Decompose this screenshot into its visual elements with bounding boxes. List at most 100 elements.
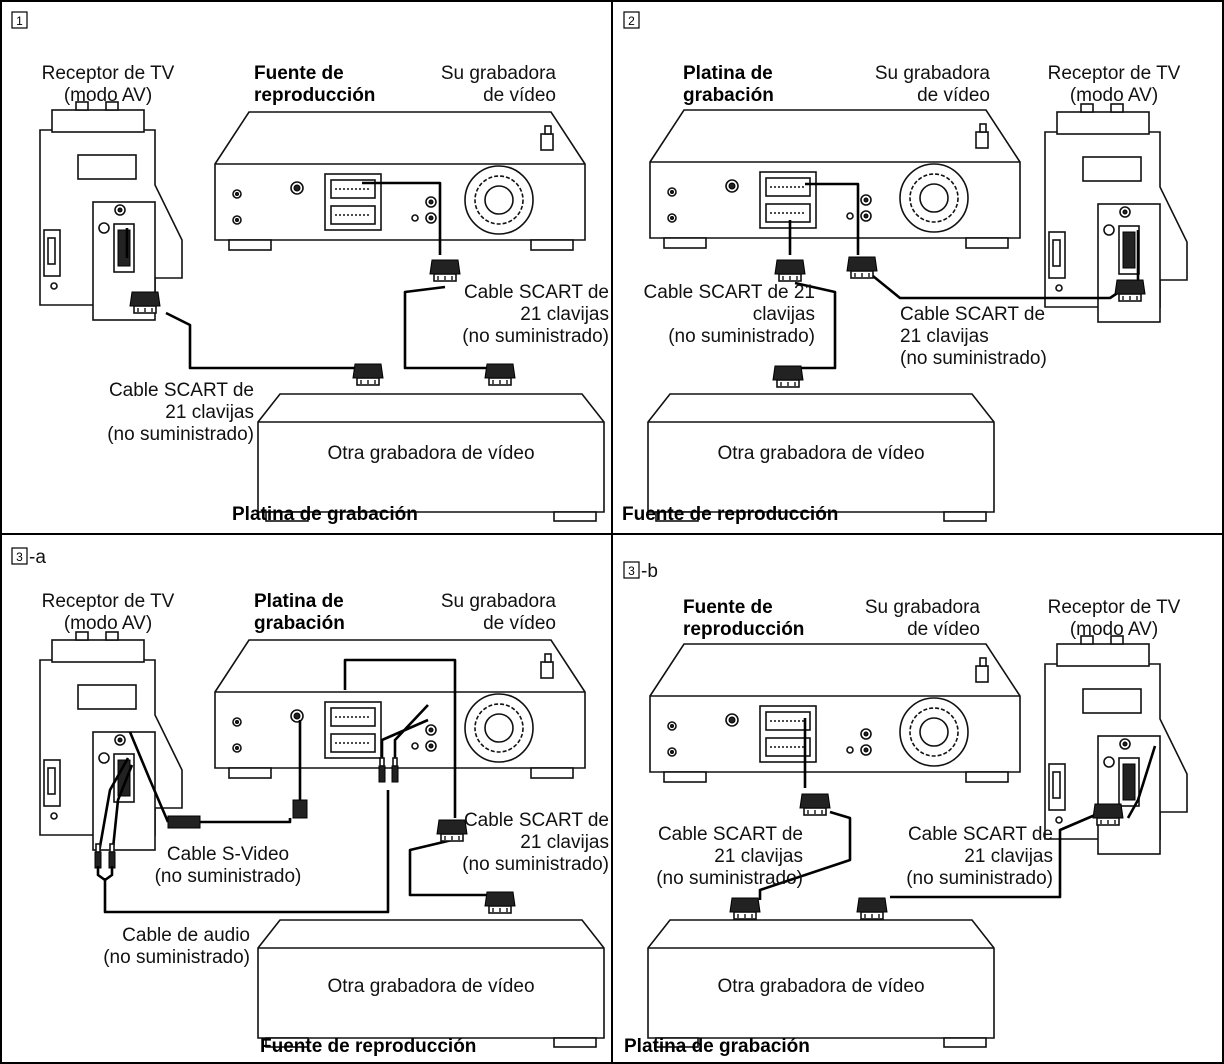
scart-plug-icon [484, 363, 516, 386]
bottom-label: Platina de grabación [624, 1036, 810, 1057]
source-label-line2: grabación [683, 85, 774, 106]
panel-3b: 3 -b Fuente de reproducción Su grabadora… [623, 561, 1188, 1057]
other-vcr-label: Otra grabadora de vídeo [327, 443, 534, 464]
panel-3a: 3 -a Receptor de TV (modo AV) Platina de… [11, 547, 609, 1057]
scart-cable-other [758, 718, 852, 900]
panel-number-box [11, 547, 28, 565]
other-vcr-label: Otra grabadora de vídeo [717, 976, 924, 997]
vcr-label-line1: Su grabadora [441, 63, 557, 84]
other-vcr-label: Otra grabadora de vídeo [717, 443, 924, 464]
cable-label-line3: (no suministrado) [906, 868, 1053, 889]
scart-cable-tv [125, 228, 355, 370]
rca-plug-icon [378, 757, 386, 783]
scart-cable-vcr [362, 181, 488, 370]
cable-label-line2: 21 clavijas [165, 402, 254, 423]
panel-number: 1 [16, 14, 23, 28]
cable-label-line1: Cable SCART de 21 [644, 282, 815, 303]
rca-plug-icon [391, 757, 399, 783]
panel-suffix: -b [641, 561, 658, 582]
scart-plug-icon [846, 256, 878, 279]
vcr-label-line2: de vídeo [483, 85, 556, 106]
cable-label-line3: (no suministrado) [462, 854, 609, 875]
scart-plug-icon [352, 363, 384, 386]
vcr-icon [214, 111, 586, 251]
vcr-label-line2: de vídeo [917, 85, 990, 106]
cable-label-line2: 21 clavijas [900, 326, 989, 347]
rca-plug-icon [94, 843, 102, 869]
audio-label-line1: Cable de audio [122, 925, 250, 946]
cable-label-line3: (no suministrado) [107, 424, 254, 445]
scart-plug-icon [799, 793, 831, 816]
svideo-label-line1: Cable S-Video [167, 844, 289, 865]
vcr-label-line2: de vídeo [907, 619, 980, 640]
scart-plug-icon [856, 897, 888, 920]
cable-label-line2: 21 clavijas [520, 832, 609, 853]
scart-plug-icon [129, 291, 161, 314]
scart-cable-tv [890, 745, 1157, 899]
tv-label-line1: Receptor de TV [1048, 63, 1181, 84]
panel-number: 3 [16, 550, 23, 564]
audio-cable [96, 704, 429, 914]
panel-number-box [623, 11, 640, 29]
source-label-line2: reproducción [254, 85, 375, 106]
scart-plug-icon [1092, 803, 1124, 826]
cable-label-line3: (no suministrado) [462, 326, 609, 347]
cable-label-line2: clavijas [753, 304, 815, 325]
cable-label-line1: Cable SCART de [658, 824, 803, 845]
audio-cable-join [96, 866, 114, 882]
tv-label-line1: Receptor de TV [42, 63, 175, 84]
tv-label-line2: (modo AV) [64, 613, 152, 634]
cable-label-line3: (no suministrado) [668, 326, 815, 347]
scart-plug-icon [429, 259, 461, 282]
cable-label-line2: 21 clavijas [520, 304, 609, 325]
scart-plug-icon [772, 365, 804, 388]
panel-number: 3 [628, 564, 635, 578]
panel-1: 1 Receptor de TV (modo AV) Fuente de rep… [11, 11, 609, 525]
cable-label-line3: (no suministrado) [656, 868, 803, 889]
rca-plug-icon [108, 843, 116, 869]
scart-plug-icon [436, 819, 468, 842]
cable-label-line3: (no suministrado) [900, 348, 1047, 369]
scart-cable-other [788, 220, 837, 370]
tv-label-line1: Receptor de TV [42, 591, 175, 612]
cable-label-line1: Cable SCART de [109, 380, 254, 401]
svideo-label-line2: (no suministrado) [155, 866, 302, 887]
panel-2: 2 Platina de grabación Su grabadora de v… [622, 11, 1188, 525]
vcr-icon [649, 109, 1021, 249]
svideo-plug-icon [292, 799, 308, 819]
tv-label-line1: Receptor de TV [1048, 597, 1181, 618]
scart-plug-icon [729, 897, 761, 920]
vcr-label-line1: Su grabadora [875, 63, 991, 84]
cable-label-line1: Cable SCART de [900, 304, 1045, 325]
vcr-label-line2: de vídeo [483, 613, 556, 634]
tv-set-icon [39, 631, 183, 851]
vcr-label-line1: Su grabadora [865, 597, 981, 618]
panel-number-box [11, 11, 28, 29]
cable-label-line1: Cable SCART de [464, 810, 609, 831]
scart-plug-icon [1114, 279, 1146, 302]
bottom-label: Fuente de reproducción [622, 504, 838, 525]
cable-label-line2: 21 clavijas [964, 846, 1053, 867]
vcr-label-line1: Su grabadora [441, 591, 557, 612]
source-label-line2: reproducción [683, 619, 804, 640]
panel-number: 2 [628, 14, 635, 28]
tv-label-line2: (modo AV) [64, 85, 152, 106]
scart-plug-icon [774, 259, 806, 282]
cable-label-line1: Cable SCART de [908, 824, 1053, 845]
cable-label-line1: Cable SCART de [464, 282, 609, 303]
svideo-plug-icon [167, 815, 201, 829]
other-vcr-label: Otra grabadora de vídeo [327, 976, 534, 997]
scart-plug-icon [484, 891, 516, 914]
cable-label-line2: 21 clavijas [714, 846, 803, 867]
scart-cable-vcr [343, 658, 488, 897]
panel-number-box [623, 561, 640, 579]
bottom-label: Platina de grabación [232, 504, 418, 525]
source-label-line2: grabación [254, 613, 345, 634]
source-label-line1: Fuente de [683, 597, 773, 618]
vcr-icon [649, 643, 1021, 783]
tv-set-icon [39, 101, 183, 321]
source-label-line1: Fuente de [254, 63, 344, 84]
panel-suffix: -a [29, 547, 46, 568]
